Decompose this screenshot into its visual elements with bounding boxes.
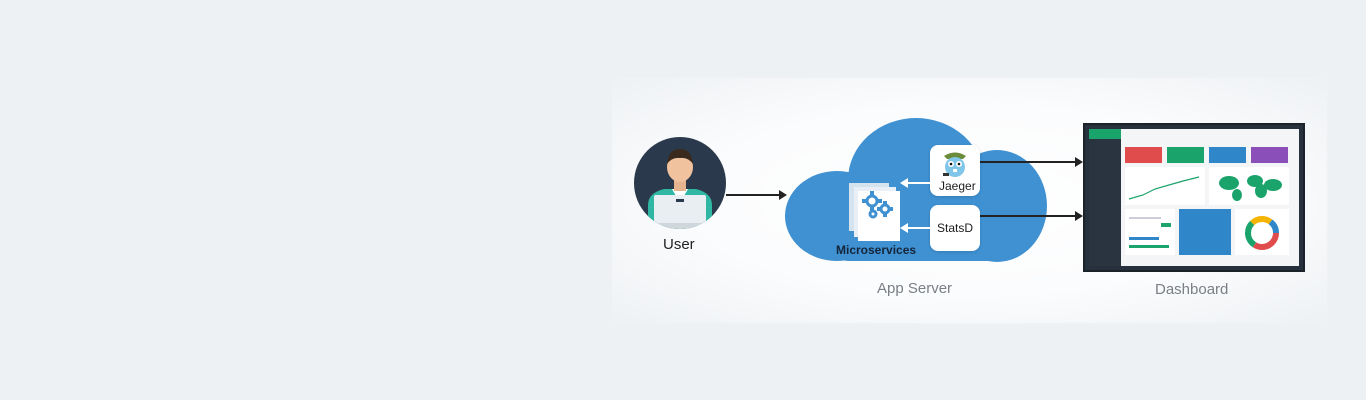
statsd-label: StatsD: [937, 221, 974, 235]
arrow-statsd-to-dashboard: [980, 215, 1076, 217]
dashboard-monitor-icon: [1083, 123, 1305, 272]
arrow-jaeger-to-dashboard: [980, 161, 1076, 163]
mini-donut-card: [1235, 209, 1289, 255]
mini-tile-blue: [1209, 147, 1246, 163]
arrow-statsd-to-microservices: [908, 227, 930, 229]
arrow-jaeger-to-microservices: [908, 182, 930, 184]
mini-weather-card: [1179, 209, 1231, 255]
arrow-head: [1075, 156, 1083, 167]
dashboard-label: Dashboard: [1155, 281, 1229, 298]
arrow-head: [779, 189, 787, 200]
mini-world-map: [1209, 167, 1289, 205]
statsd-box: StatsD: [930, 205, 980, 251]
user-icon: [634, 137, 726, 229]
app-server-cloud: [785, 118, 1047, 262]
arrow-head: [1075, 210, 1083, 221]
user-label: User: [663, 236, 695, 253]
arrow-user-to-microservices: [726, 194, 781, 196]
microservices-label: Microservices: [836, 243, 917, 257]
mini-sidebar: [1089, 129, 1121, 266]
arrow-head: [900, 177, 908, 188]
gears-icon: [862, 191, 893, 219]
arrow-head: [900, 222, 908, 233]
gopher-mascot-icon: [943, 152, 966, 177]
mini-tile-purple: [1251, 147, 1288, 163]
mini-line-chart: [1125, 167, 1205, 205]
mini-form-card: [1125, 209, 1175, 255]
jaeger-box: Jaeger: [930, 145, 980, 196]
dashboard-screen: [1089, 129, 1299, 266]
mini-tile-green: [1167, 147, 1204, 163]
app-server-label: App Server: [877, 280, 953, 297]
mini-logo-bar: [1089, 129, 1121, 139]
jaeger-label: Jaeger: [939, 179, 976, 193]
mini-tile-red: [1125, 147, 1162, 163]
